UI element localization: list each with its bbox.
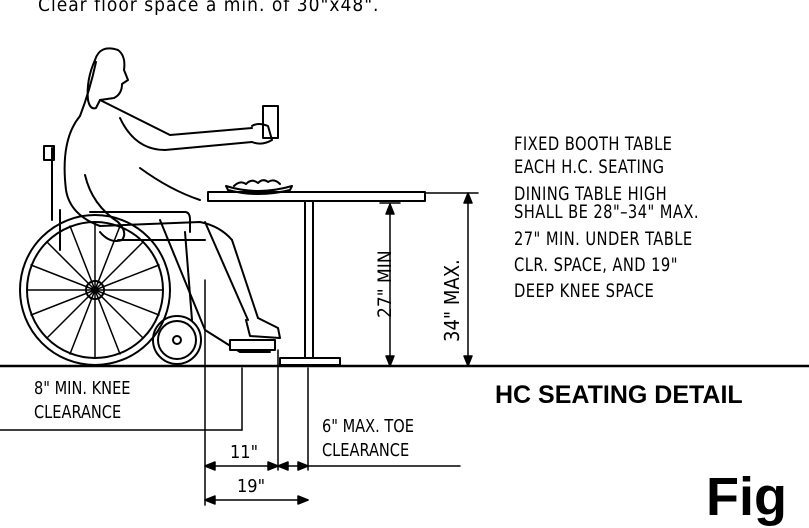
toe-clearance-line2: CLEARANCE [322,440,410,461]
note-line: DEEP KNEE SPACE [514,280,655,302]
knee-clearance-line1: 8" MIN. KNEE [34,378,131,399]
figure-label: Fig [706,467,787,527]
knee-clearance-line2: CLEARANCE [34,402,122,423]
dim-34-max [424,192,479,367]
dim-34-max-label: 34" MAX. [440,259,464,342]
dim-11-label: 11" [230,442,259,463]
note-line: FIXED BOOTH TABLE [514,133,673,155]
table-base [279,357,341,366]
note-line: EACH H.C. SEATING [514,156,665,178]
note-line: 27" MIN. UNDER TABLE [514,228,693,250]
dim-27-min-label: 27" MIN [374,250,396,318]
dim-27-min [379,202,401,367]
note-line: SHALL BE 28"–34" MAX. [514,201,699,223]
clear-floor-note: Clear floor space a min. of 30"x48". [38,0,380,16]
plate [225,185,293,195]
detail-caption: HC SEATING DETAIL [495,381,743,409]
note-line: DINING TABLE HIGH [514,183,668,205]
note-line: CLR. SPACE, AND 19" [514,254,678,276]
wheelchair [19,145,276,366]
dim-19-label: 19" [237,476,266,497]
toe-clearance-line1: 6" MAX. TOE [322,416,414,437]
person-figure [63,47,281,339]
